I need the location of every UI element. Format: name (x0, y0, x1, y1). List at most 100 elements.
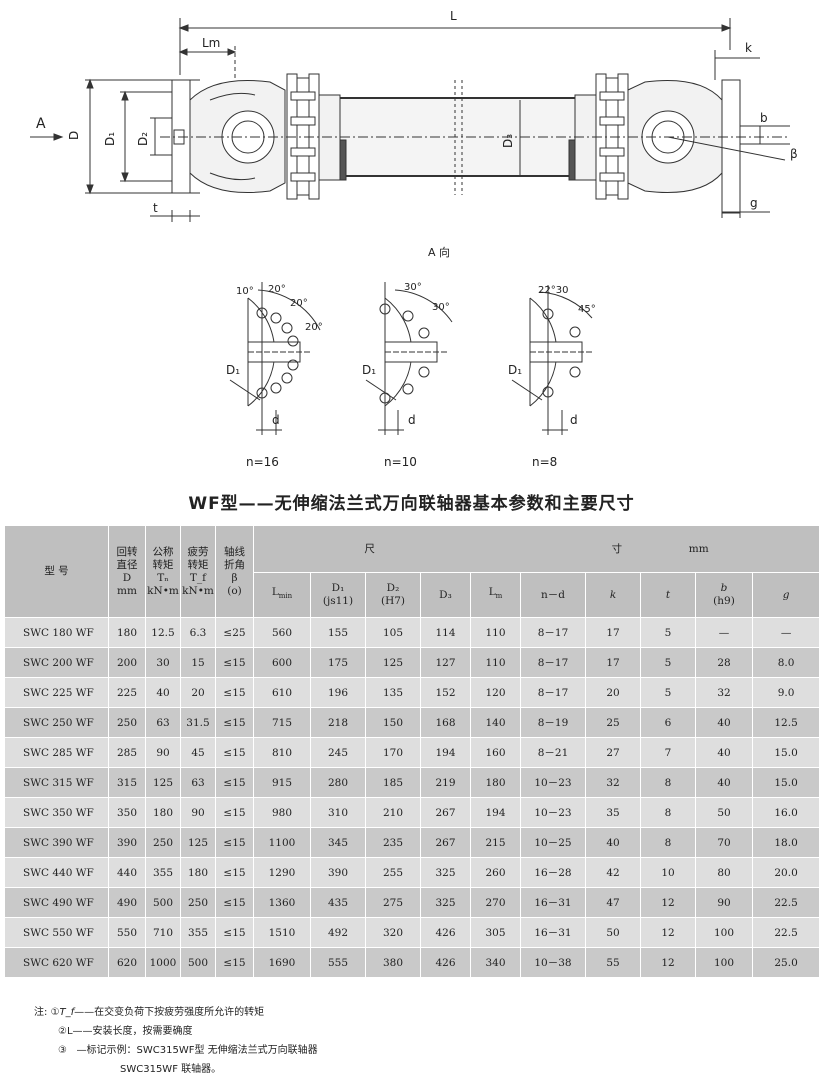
table-cell: 610 (253, 677, 311, 708)
table-cell: 70 (695, 827, 753, 858)
table-cell: 600 (253, 647, 311, 678)
table-cell: 150 (365, 707, 421, 738)
table-cell: 325 (420, 887, 471, 918)
view-A-label: A 向 (428, 245, 450, 259)
note-3-continued: SWC315WF 联轴器。 (120, 1064, 222, 1075)
dim-D2-label: D₂ (136, 132, 150, 146)
table-cell: 12 (640, 917, 696, 948)
table-cell: 90 (180, 797, 216, 828)
table-cell: ≤15 (215, 707, 254, 738)
table-cell: 50 (585, 917, 641, 948)
n10-angle-1: 30° (404, 282, 422, 293)
table-cell: 16.0 (751, 797, 821, 828)
n16-D1-label: D₁ (226, 363, 240, 377)
table-cell: 500 (145, 887, 181, 918)
table-cell: 30 (145, 647, 181, 678)
table-cell: 40 (695, 767, 753, 798)
table-cell: ≤15 (215, 737, 254, 768)
table-cell: 5 (640, 617, 696, 648)
table-cell: ≤15 (215, 797, 254, 828)
table-cell: 18.0 (751, 827, 821, 858)
header-dimensions: 尺 寸 mm (252, 525, 821, 573)
header-b: b(h9) (695, 572, 753, 618)
n16-angle-4: 20° (305, 322, 323, 333)
table-cell: 275 (365, 887, 421, 918)
table-cell: 160 (470, 737, 521, 768)
table-cell: 492 (310, 917, 366, 948)
table-cell: 280 (310, 767, 366, 798)
table-cell: 20 (585, 677, 641, 708)
table-cell: ≤15 (215, 767, 254, 798)
table-cell: 435 (310, 887, 366, 918)
n8-caption: n=8 (532, 455, 557, 469)
table-cell: 8－17 (520, 677, 586, 708)
table-cell: 12 (640, 887, 696, 918)
dim-Lm-label: Lm (202, 36, 220, 50)
table-cell: 55 (585, 947, 641, 978)
model-cell: SWC 550 WF (4, 917, 109, 948)
dim-D3-label: D₃ (501, 134, 515, 148)
table-cell: 16－28 (520, 857, 586, 888)
table-cell: 325 (420, 857, 471, 888)
table-cell: 440 (108, 857, 146, 888)
table-cell: 6.3 (180, 617, 216, 648)
header-k: k (585, 572, 641, 618)
table-cell: 17 (585, 647, 641, 678)
table-cell: 555 (310, 947, 366, 978)
table-cell: 6 (640, 707, 696, 738)
table-cell: 110 (470, 647, 521, 678)
table-cell: 40 (695, 707, 753, 738)
table-cell: 15 (180, 647, 216, 678)
table-cell: 500 (180, 947, 216, 978)
n8-D1-label: D₁ (508, 363, 522, 377)
model-cell: SWC 620 WF (4, 947, 109, 978)
table-cell: 17 (585, 617, 641, 648)
table-cell: 810 (253, 737, 311, 768)
dim-D-label: D (67, 131, 81, 140)
table-cell: 16－31 (520, 917, 586, 948)
table-cell: 305 (470, 917, 521, 948)
table-cell: 1510 (253, 917, 311, 948)
model-cell: SWC 200 WF (4, 647, 109, 678)
table-cell: 1290 (253, 857, 311, 888)
table-cell: 140 (470, 707, 521, 738)
notes: 注: ①T_f——在交变负荷下按疲劳强度所允许的转矩 ②L——安装长度，按需要确… (34, 1003, 318, 1079)
model-cell: SWC 285 WF (4, 737, 109, 768)
table-cell: 250 (108, 707, 146, 738)
table-cell: 25.0 (751, 947, 821, 978)
header-D1: D₁(js11) (310, 572, 366, 618)
model-cell: SWC 315 WF (4, 767, 109, 798)
table-cell: 12.5 (145, 617, 181, 648)
table-cell: 225 (108, 677, 146, 708)
table-cell: 260 (470, 857, 521, 888)
table-cell: 105 (365, 617, 421, 648)
header-Lmin: Lmin (253, 572, 311, 618)
table-cell: 355 (145, 857, 181, 888)
table-cell: 8－21 (520, 737, 586, 768)
table-cell: — (751, 617, 821, 648)
table-cell: 180 (108, 617, 146, 648)
header-g: g (751, 572, 821, 618)
table-cell: 1360 (253, 887, 311, 918)
table-cell: 310 (310, 797, 366, 828)
table-cell: 22.5 (751, 917, 821, 948)
table-cell: 350 (108, 797, 146, 828)
table-cell: 32 (585, 767, 641, 798)
table-cell: 426 (420, 947, 471, 978)
table-cell: 10－23 (520, 767, 586, 798)
table-cell: ≤15 (215, 677, 254, 708)
header-n-d: n－d (520, 572, 586, 618)
n10-d-label: d (408, 413, 416, 427)
n10-angle-2: 30° (432, 302, 450, 313)
dim-t-label: t (153, 201, 158, 215)
table-cell: 63 (180, 767, 216, 798)
table-cell: 340 (470, 947, 521, 978)
